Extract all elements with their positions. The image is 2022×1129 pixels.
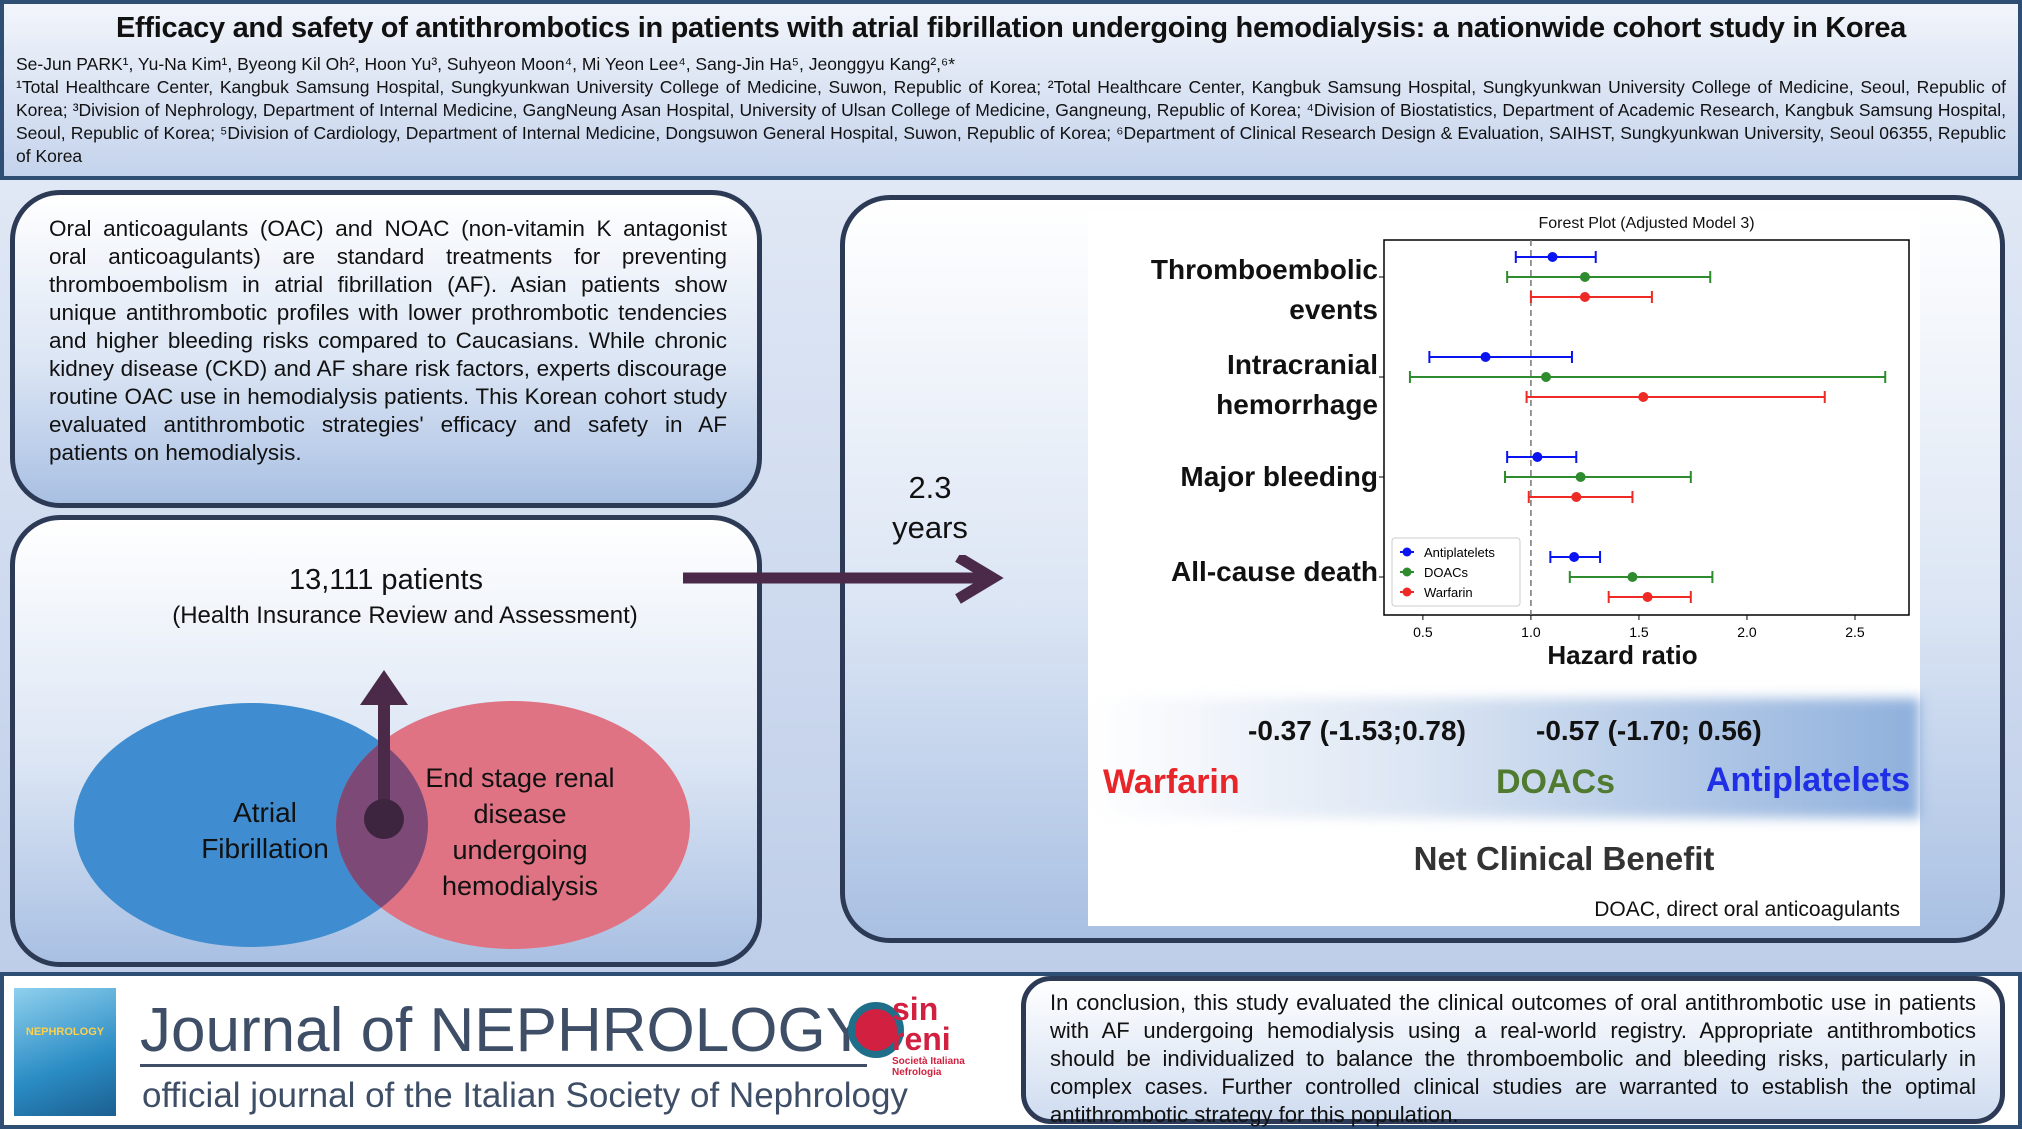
ncb-warfarin-label: Warfarin [1103, 763, 1240, 801]
ncb-antiplatelets-label: Antiplatelets [1706, 761, 1911, 799]
venn-label-esrd: End stage renal disease undergoing hemod… [425, 763, 615, 901]
ncb-doac-value: -0.37 (-1.53;0.78) [1248, 715, 1466, 746]
category-label-ich: Intracranial hemorrhage [1216, 349, 1378, 420]
chart-title: Forest Plot (Adjusted Model 3) [1538, 215, 1755, 232]
category-label-thromboembolic: Thromboembolic events [1150, 254, 1378, 325]
follow-up-arrow-icon [683, 555, 1004, 604]
venn-label-af: Atrial Fibrillation [201, 797, 329, 864]
authors: Se-Jun PARK¹, Yu-Na Kim¹, Byeong Kil Oh²… [16, 54, 956, 74]
follow-up-duration: 2.3 years [880, 468, 980, 548]
introduction-box: Oral anticoagulants (OAC) and NOAC (non-… [10, 190, 762, 508]
venn-diagram [74, 670, 690, 949]
footer: NEPHROLOGY Journal of NEPHROLOGY officia… [0, 972, 2022, 1129]
follow-up-value: 2.3 [908, 470, 952, 505]
ncb-antiplatelet-value: -0.57 (-1.70; 0.56) [1536, 715, 1762, 746]
ncb-title: Net Clinical Benefit [1413, 840, 1715, 877]
x-axis-label: Hazard ratio [1547, 640, 1698, 670]
follow-up-unit: years [892, 510, 968, 545]
category-label-major-bleeding: Major bleeding [1180, 461, 1378, 492]
footnote: DOAC, direct oral anticoagulants [1594, 898, 1900, 921]
patient-count: 13,111 patients [288, 564, 484, 596]
category-label-death: All-cause death [1171, 556, 1378, 587]
journal-name: Journal of NEPHROLOGY [140, 996, 868, 1067]
overlap-dot [364, 799, 404, 839]
journal-subtitle: official journal of the Italian Society … [142, 1076, 908, 1115]
poster-title: Efficacy and safety of antithrombotics i… [116, 12, 1906, 44]
header: Efficacy and safety of antithrombotics i… [0, 0, 2022, 180]
journal-cover-image: NEPHROLOGY [14, 988, 116, 1116]
introduction-text: Oral anticoagulants (OAC) and NOAC (non-… [49, 216, 727, 465]
conclusion-text: In conclusion, this study evaluated the … [1050, 990, 1976, 1127]
af-circle [74, 703, 428, 947]
affiliations: ¹Total Healthcare Center, Kangbuk Samsun… [16, 77, 2006, 166]
arrow-head-icon [360, 670, 408, 705]
ncb-doacs-label: DOACs [1496, 763, 1616, 801]
ncb-gradient-band [1088, 698, 1920, 818]
conclusion-box: In conclusion, this study evaluated the … [1021, 976, 2005, 1127]
esrd-circle [336, 701, 690, 949]
cohort-box: 13,111 patients (Health Insurance Review… [10, 515, 762, 967]
data-source: (Health Insurance Review and Assessment) [172, 602, 638, 629]
